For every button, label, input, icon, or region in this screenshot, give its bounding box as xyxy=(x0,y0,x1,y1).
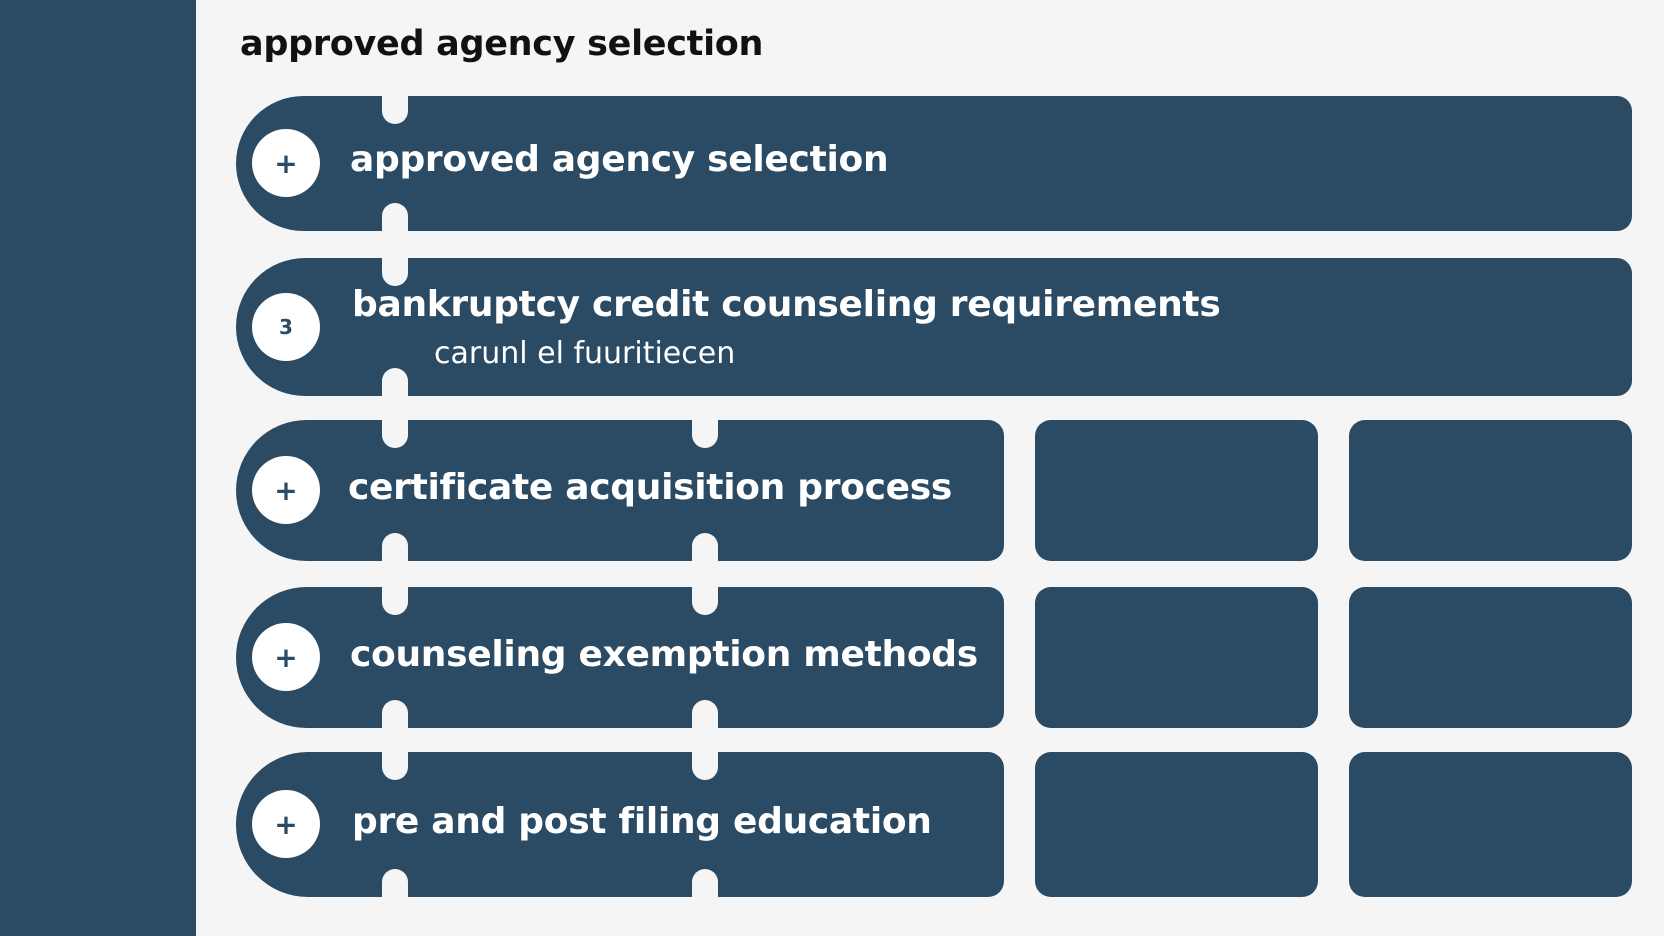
row-cell xyxy=(1349,587,1632,728)
connector-notch xyxy=(692,420,718,448)
row-cell xyxy=(1035,420,1318,561)
list-item-certificate-acquisition-process[interactable]: + certificate acquisition process xyxy=(236,420,1632,561)
connector-notch xyxy=(382,700,408,728)
list-item-bankruptcy-credit-counseling-requirements[interactable]: 3 bankruptcy credit counseling requireme… xyxy=(236,258,1632,396)
row-bar xyxy=(236,96,1632,231)
connector-notch xyxy=(692,700,718,728)
connector-notch xyxy=(382,420,408,448)
connector-notch xyxy=(692,752,718,780)
step-number-badge: 3 xyxy=(252,293,320,361)
page-title: approved agency selection xyxy=(240,24,764,64)
row-cell xyxy=(1035,587,1318,728)
connector-notch xyxy=(382,368,408,396)
row-label: pre and post filing education xyxy=(352,801,932,842)
list-item-approved-agency-selection[interactable]: + approved agency selection xyxy=(236,96,1632,231)
connector-notch xyxy=(382,587,408,615)
connector-notch xyxy=(382,203,408,231)
row-sublabel: carunl el fuuritiecen xyxy=(434,336,736,371)
row-bar xyxy=(236,258,1632,396)
connector-notch xyxy=(382,752,408,780)
expand-plus-icon[interactable]: + xyxy=(252,456,320,524)
expand-plus-icon[interactable]: + xyxy=(252,129,320,197)
list-item-pre-and-post-filing-education[interactable]: + pre and post filing education xyxy=(236,752,1632,897)
connector-notch xyxy=(382,96,408,124)
row-bar xyxy=(236,587,1004,728)
connector-notch xyxy=(692,533,718,561)
expand-plus-icon[interactable]: + xyxy=(252,790,320,858)
row-label: bankruptcy credit counseling requirement… xyxy=(352,284,1221,325)
connector-notch xyxy=(382,258,408,286)
sidebar xyxy=(0,0,196,936)
row-cell xyxy=(1035,752,1318,897)
row-label: approved agency selection xyxy=(350,139,889,180)
connector-notch xyxy=(382,533,408,561)
row-bar xyxy=(236,752,1004,897)
connector-notch xyxy=(692,587,718,615)
row-label: certificate acquisition process xyxy=(348,467,953,508)
row-cell xyxy=(1349,752,1632,897)
row-cell xyxy=(1349,420,1632,561)
expand-plus-icon[interactable]: + xyxy=(252,623,320,691)
row-bar xyxy=(236,420,1004,561)
connector-notch xyxy=(382,869,408,897)
row-label: counseling exemption methods xyxy=(350,634,978,675)
list-item-counseling-exemption-methods[interactable]: + counseling exemption methods xyxy=(236,587,1632,728)
connector-notch xyxy=(692,869,718,897)
